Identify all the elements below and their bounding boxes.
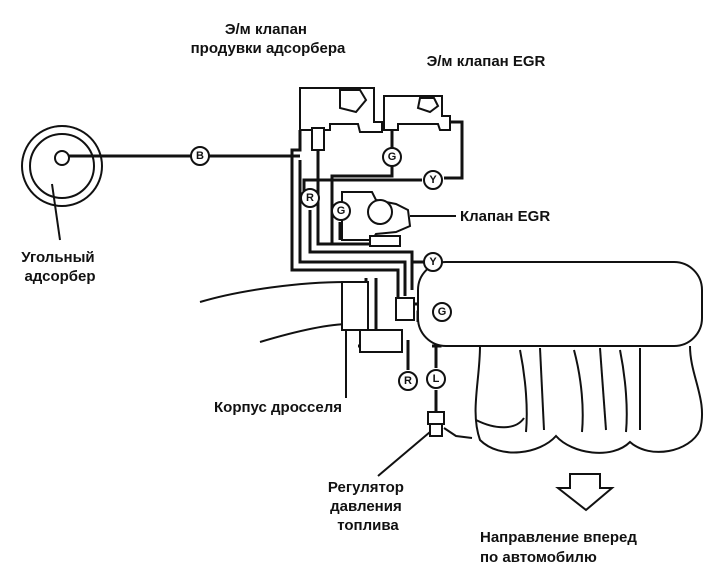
egr-solenoid-valve bbox=[383, 95, 451, 131]
egr-solenoid-label: Э/м клапан EGR bbox=[427, 53, 546, 70]
purge-valve-label: Э/м клапан продувки адсорбера bbox=[191, 21, 346, 57]
purge-valve-label-line-2: продувки адсорбера bbox=[191, 40, 346, 57]
hose-tag-r-bottom: R bbox=[398, 371, 418, 391]
intake-manifold bbox=[417, 261, 704, 454]
fuel-regulator-leader-line bbox=[377, 431, 431, 477]
hose-tag-l-bottom: L bbox=[426, 369, 446, 389]
throttle-body-label: Корпус дросселя bbox=[214, 399, 342, 416]
fuel-regulator-label-line-2: давления bbox=[330, 498, 402, 515]
forward-direction-label-line-1: Направление вперед bbox=[480, 529, 637, 546]
hose-tag-g-upper-text: G bbox=[388, 151, 397, 163]
canister-label-line-2: адсорбер bbox=[24, 268, 95, 285]
purge-valve-label-line-1: Э/м клапан bbox=[225, 21, 307, 38]
hose-tag-l-bottom-text: L bbox=[433, 373, 440, 385]
egr-valve-label: Клапан EGR bbox=[460, 208, 550, 225]
canister-label: Угольный адсорбер bbox=[21, 249, 99, 285]
hose-tag-g-lower-text: G bbox=[438, 306, 447, 318]
fuel-regulator-label: Регулятор давления топлива bbox=[328, 479, 408, 534]
throttle-body bbox=[199, 281, 415, 353]
hose-tag-y-upper-text: Y bbox=[429, 174, 437, 186]
hose-tag-b: B bbox=[190, 146, 210, 166]
hose-tag-r-bottom-text: R bbox=[404, 375, 412, 387]
fuel-regulator-label-line-1: Регулятор bbox=[328, 479, 404, 496]
hose-tag-b-text: B bbox=[196, 150, 204, 162]
hose-tag-r-left: R bbox=[300, 188, 320, 208]
hose-tag-g-egr: G bbox=[331, 201, 351, 221]
hose-tag-g-upper: G bbox=[382, 147, 402, 167]
forward-arrow-icon bbox=[555, 473, 615, 512]
purge-solenoid-valve bbox=[299, 87, 383, 151]
canister-label-line-1: Угольный bbox=[21, 249, 94, 266]
fuel-pressure-regulator bbox=[427, 411, 473, 439]
charcoal-canister bbox=[21, 125, 103, 207]
forward-direction-label-line-2: по автомобилю bbox=[480, 549, 597, 566]
hose-tag-y-lower-text: Y bbox=[429, 256, 437, 268]
egr-valve bbox=[341, 191, 412, 247]
hose-tag-y-lower: Y bbox=[423, 252, 443, 272]
canister-leader-line bbox=[51, 183, 61, 241]
hose-tag-r-left-text: R bbox=[306, 192, 314, 204]
hose-tag-g-lower: G bbox=[432, 302, 452, 322]
fuel-regulator-label-line-3: топлива bbox=[337, 517, 399, 534]
hose-tag-y-upper: Y bbox=[423, 170, 443, 190]
forward-direction-label: Направление вперед по автомобилю bbox=[480, 529, 641, 566]
hose-tag-g-egr-text: G bbox=[337, 205, 346, 217]
